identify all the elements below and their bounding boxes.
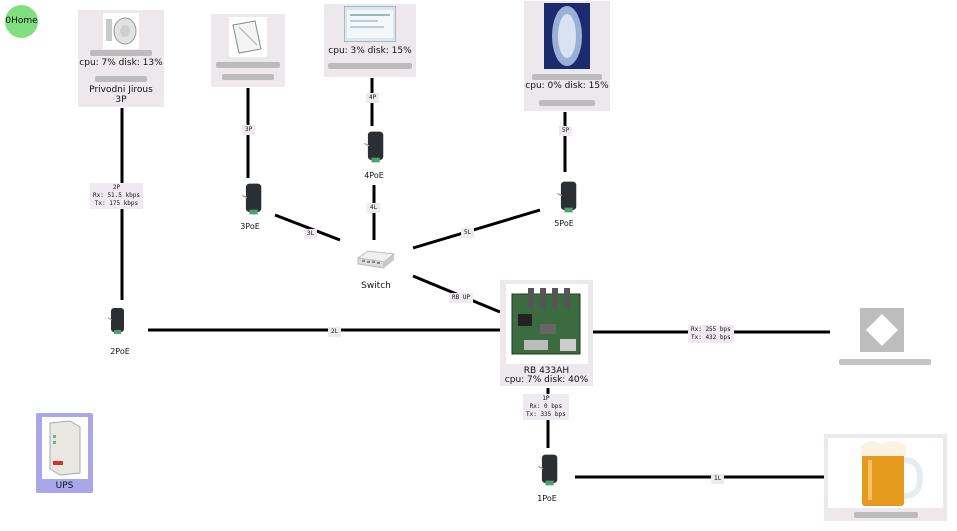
switch-icon (356, 250, 396, 269)
home-label: 0Home (5, 16, 38, 26)
hidden-host-text (328, 62, 412, 69)
router-board-screenshot-icon (344, 6, 396, 42)
node-stats: cpu: 7% disk: 13% (79, 58, 163, 68)
link-label-right: Rx: 255 bps Tx: 432 bps (688, 325, 734, 343)
node-index: 3P (115, 95, 127, 105)
link-label-5p: 5P (559, 126, 573, 136)
link-label-2l: 2L (328, 327, 342, 337)
poe-label: 4PoE (364, 171, 384, 180)
poe-injector-icon (557, 181, 577, 213)
node-beer[interactable] (824, 434, 947, 521)
link-id: 3P (245, 126, 253, 133)
switch-label: Switch (361, 281, 391, 291)
sector-antenna-icon (229, 17, 267, 57)
link-id: 5P (562, 127, 570, 134)
node-name: Privodni Jirous (89, 85, 153, 95)
link-label-1l: 1L (711, 474, 725, 484)
hidden-host-text (95, 75, 147, 82)
poe-injector-icon (364, 131, 384, 163)
poe-injector-icon (538, 454, 558, 486)
hidden-host-text (839, 358, 931, 365)
link-id: 2P (112, 184, 121, 191)
beer-mug-icon (828, 438, 943, 508)
poe-label: 3PoE (240, 222, 260, 231)
antenna-panel-icon (860, 308, 904, 352)
hidden-host-text (539, 99, 595, 106)
node-ap-4[interactable]: cpu: 3% disk: 15% (324, 4, 416, 77)
node-router-rb433ah[interactable]: RB 433AH cpu: 7% disk: 40% (500, 280, 593, 386)
link-id: 2L (331, 328, 339, 335)
router-name: RB 433AH (523, 366, 570, 376)
link-label-3l: 3L (304, 229, 318, 239)
hidden-name-text (90, 49, 152, 56)
hidden-host-text (853, 511, 918, 518)
link-rx: Rx: 51.5 kbps (93, 192, 140, 199)
poe-label: 1PoE (537, 494, 557, 503)
link-tx: Tx: 175 kbps (94, 200, 139, 207)
link-id: 4L (370, 204, 378, 211)
link-label-3p: 3P (242, 125, 256, 135)
link-3l (274, 213, 341, 242)
link-rx: Rx: 0 bps (529, 403, 563, 410)
link-label-4p: 4P (366, 93, 380, 103)
router-stats: cpu: 7% disk: 40% (504, 375, 589, 385)
node-ap-3[interactable] (211, 14, 285, 87)
routerboard-icon (506, 284, 588, 364)
link-5l (412, 208, 541, 250)
link-label-5l: 5L (461, 228, 475, 238)
ups-icon (42, 417, 88, 479)
link-label-2p: 2P Rx: 51.5 kbps Tx: 175 kbps (90, 183, 143, 209)
poe-injector-icon (107, 308, 124, 334)
link-id: 4P (369, 94, 377, 101)
poe-label: 5PoE (554, 219, 574, 228)
node-stats: cpu: 3% disk: 15% (328, 46, 412, 56)
link-rx: Rx: 255 bps (691, 326, 731, 333)
link-id: 1L (714, 475, 722, 482)
link-label-4l: 4L (367, 203, 381, 213)
poe-injector-icon (242, 183, 262, 215)
node-ups[interactable]: UPS (36, 413, 93, 493)
node-ap-5[interactable]: cpu: 0% disk: 15% (524, 1, 610, 111)
link-id: 1P (542, 395, 550, 402)
link-id: 3L (307, 230, 315, 237)
hidden-name-text (532, 73, 602, 80)
dish-antenna-icon (103, 13, 139, 49)
hidden-name-text (216, 61, 280, 68)
link-id: RB UP (452, 294, 471, 301)
hidden-host-text (222, 73, 274, 80)
grid-dish-antenna-icon (544, 3, 590, 69)
node-ap-privodni[interactable]: cpu: 7% disk: 13% Privodni Jirous 3P (78, 10, 164, 107)
link-tx: Tx: 335 bps (526, 411, 566, 418)
link-id: 5L (464, 229, 472, 236)
poe-label: 2PoE (110, 347, 130, 356)
link-label-1p: 1P Rx: 0 bps Tx: 335 bps (523, 394, 569, 420)
ups-label: UPS (55, 481, 74, 491)
home-button[interactable]: 0Home (5, 5, 38, 38)
link-label-rbup: RB UP (449, 293, 474, 303)
link-tx: Tx: 432 bps (691, 334, 731, 341)
node-stats: cpu: 0% disk: 15% (525, 81, 609, 91)
